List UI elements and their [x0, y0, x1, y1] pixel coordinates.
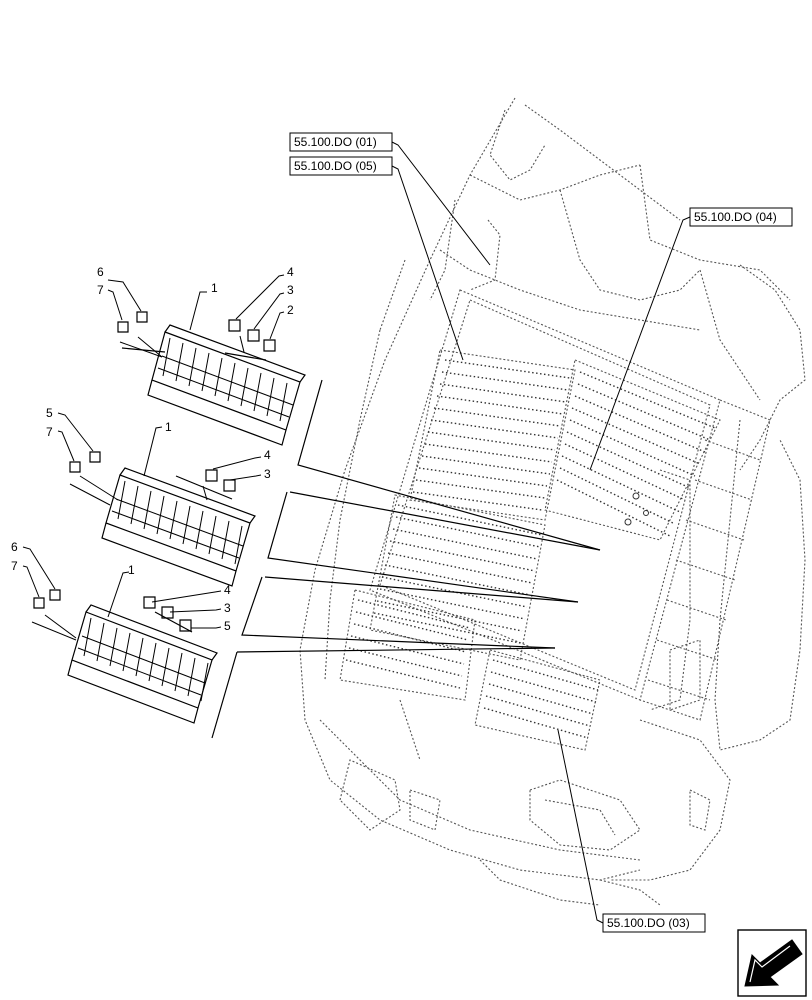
fuse-part-5b: [89, 451, 101, 463]
label-3: 3: [264, 467, 271, 481]
svg-text:55.100.DO (05): 55.100.DO (05): [294, 159, 377, 173]
callout-lines: [211, 379, 601, 739]
label-4: 4: [264, 448, 271, 462]
fuse-part-4b: [205, 469, 218, 482]
label-6: 6: [11, 540, 18, 554]
label-3: 3: [224, 601, 231, 615]
label-6: 6: [97, 265, 104, 279]
fuse-part-3: [247, 329, 260, 342]
label-5: 5: [46, 406, 53, 420]
fuse-part-4c: [143, 596, 156, 609]
label-5: 5: [224, 619, 231, 633]
fuse-part-3b: [223, 479, 236, 492]
fuse-part-7b: [69, 461, 81, 473]
fuse-part-4: [228, 319, 241, 332]
reference-do04[interactable]: 55.100.DO (04): [589, 207, 793, 471]
reference-do01[interactable]: 55.100.DO (01): [289, 132, 491, 266]
fuse-box-group-1: 6 7 1 4 3 2: [97, 265, 306, 446]
fuse-box-2: [101, 467, 256, 587]
fuse-part-3c: [161, 606, 174, 619]
label-2: 2: [287, 303, 294, 317]
label-1: 1: [165, 420, 172, 434]
label-4: 4: [224, 583, 231, 597]
label-7: 7: [46, 425, 53, 439]
label-3: 3: [287, 283, 294, 297]
svg-text:55.100.DO (04): 55.100.DO (04): [694, 210, 777, 224]
fuse-part-6c: [49, 589, 61, 601]
fuse-part-2: [263, 339, 276, 352]
fuse-box-1: [147, 324, 306, 446]
fuse-box-group-3: 6 7 1 4 3 5: [11, 540, 231, 724]
fuse-part-6: [136, 311, 148, 323]
label-4: 4: [287, 265, 294, 279]
fuse-part-5c: [179, 619, 192, 632]
fuse-part-7: [117, 321, 129, 333]
cab-housing-outline: [299, 97, 806, 906]
fuse-relay-panel: [339, 289, 771, 751]
fuse-box-3: [67, 604, 218, 724]
arrow-left-down-icon[interactable]: [737, 929, 807, 997]
reference-do05[interactable]: 55.100.DO (05): [289, 156, 464, 361]
fuse-part-7c: [33, 597, 45, 609]
svg-text:55.100.DO (01): 55.100.DO (01): [294, 135, 377, 149]
label-1: 1: [211, 281, 218, 295]
fuse-box-group-2: 5 7 1 4 3: [46, 406, 271, 587]
label-7: 7: [11, 559, 18, 573]
label-1: 1: [128, 563, 135, 577]
label-7: 7: [97, 283, 104, 297]
svg-text:55.100.DO (03): 55.100.DO (03): [607, 916, 690, 930]
reference-do03[interactable]: 55.100.DO (03): [557, 729, 706, 933]
